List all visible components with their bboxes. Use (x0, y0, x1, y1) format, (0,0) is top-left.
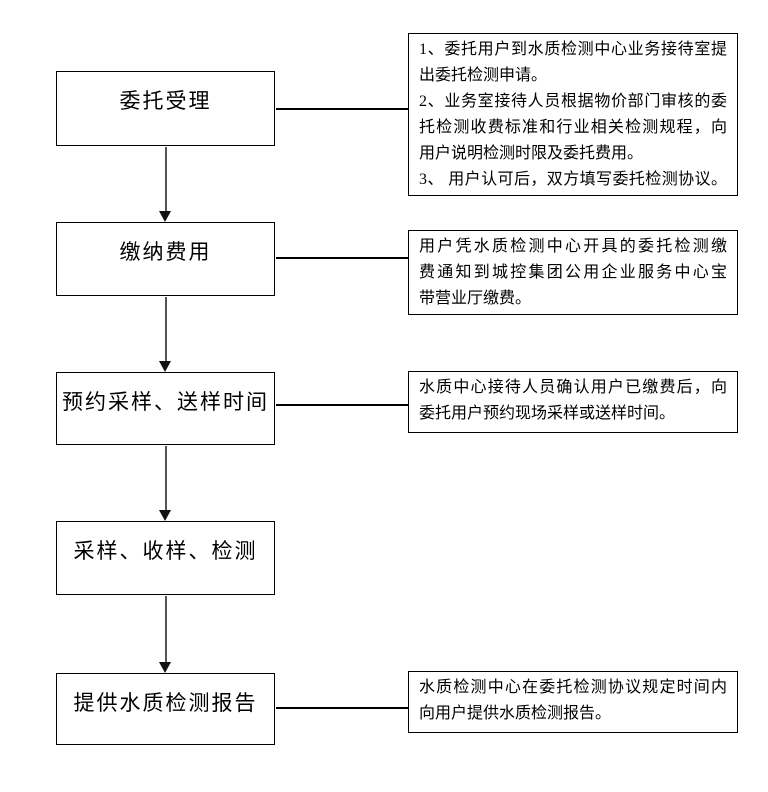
note-line: 向用户提供水质检测报告。 (419, 705, 612, 722)
flow-step-label-4: 采样、收样、检测 (73, 539, 258, 563)
down-arrow-icon-3 (159, 446, 172, 521)
note-line: 用户说明检测时限及委托费用。 (419, 145, 644, 162)
note-line: 托检测收费标准和行业相关检测规程，向 (419, 119, 727, 136)
note-line: 1、委托用户到水质检测中心业务接待室提 (419, 41, 727, 58)
note-box-3: 水质中心接待人员确认用户已缴费后，向 委托用户预约现场采样或送样时间。 (408, 371, 738, 433)
note-line: 水质检测中心在委托检测协议规定时间内 (419, 679, 727, 696)
flow-step-box-5: 提供水质检测报告 (56, 673, 275, 745)
note-line: 委托用户预约现场采样或送样时间。 (419, 405, 676, 422)
arrow-head (159, 361, 171, 372)
flow-step-label-1: 委托受理 (119, 89, 212, 113)
arrow-shaft (164, 147, 167, 213)
note-line: 水质中心接待人员确认用户已缴费后，向 (419, 379, 727, 396)
connector-line-3 (276, 404, 408, 406)
flow-step-box-4: 采样、收样、检测 (56, 521, 275, 595)
note-line: 带营业厅缴费。 (419, 290, 532, 307)
flow-step-box-3: 预约采样、送样时间 (56, 372, 275, 445)
note-line: 费通知到城控集团公用企业服务中心宝 (419, 264, 727, 281)
down-arrow-icon-1 (159, 147, 172, 222)
connector-line-2 (276, 257, 408, 259)
note-line: 用户凭水质检测中心开具的委托检测缴 (419, 238, 727, 255)
arrow-head (159, 211, 171, 222)
connector-line-4 (276, 707, 408, 709)
flow-step-label-2: 缴纳费用 (119, 240, 212, 264)
flow-step-label-5: 提供水质检测报告 (73, 691, 258, 715)
arrow-head (159, 662, 171, 673)
arrow-shaft (164, 596, 167, 664)
note-box-1: 1、委托用户到水质检测中心业务接待室提 出委托检测申请。 2、业务室接待人员根据… (408, 33, 738, 196)
note-line: 出委托检测申请。 (419, 67, 548, 84)
arrow-shaft (164, 446, 167, 512)
arrow-head (159, 510, 171, 521)
down-arrow-icon-2 (159, 297, 172, 372)
down-arrow-icon-4 (159, 596, 172, 673)
note-box-4: 水质检测中心在委托检测协议规定时间内 向用户提供水质检测报告。 (408, 671, 738, 733)
arrow-shaft (164, 297, 167, 363)
note-line: 3、 用户认可后，双方填写委托检测协议。 (419, 171, 727, 188)
note-box-2: 用户凭水质检测中心开具的委托检测缴 费通知到城控集团公用企业服务中心宝 带营业厅… (408, 230, 738, 315)
flow-step-box-2: 缴纳费用 (56, 222, 275, 296)
flow-step-box-1: 委托受理 (56, 71, 275, 146)
connector-line-1 (276, 108, 409, 110)
flow-step-label-3: 预约采样、送样时间 (62, 390, 269, 414)
note-line: 2、业务室接待人员根据物价部门审核的委 (419, 93, 727, 110)
